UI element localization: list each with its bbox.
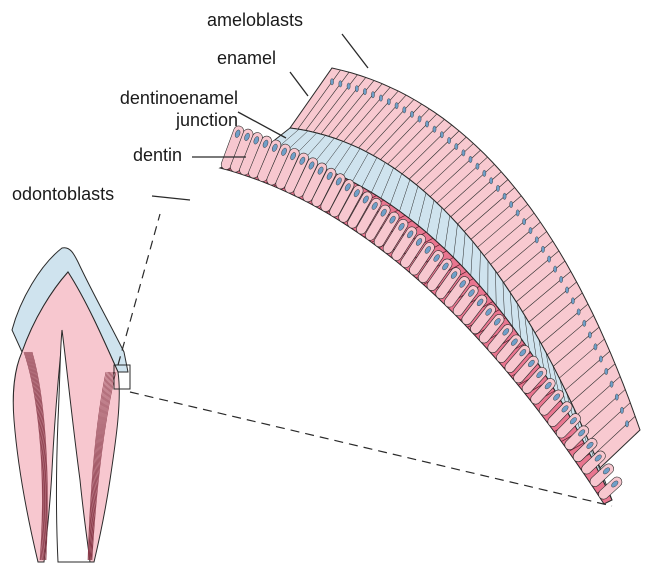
leader-ameloblasts xyxy=(342,34,368,68)
ameloblast-nucleus xyxy=(379,95,382,101)
ameloblast-nucleus xyxy=(371,92,374,98)
ameloblast-nucleus xyxy=(355,86,358,92)
label-ameloblasts: ameloblasts xyxy=(207,10,303,31)
ameloblast-nucleus xyxy=(395,102,398,108)
ameloblast-nucleus xyxy=(503,193,506,199)
label-odontoblasts: odontoblasts xyxy=(12,184,114,205)
ameloblast-nucleus xyxy=(339,81,342,87)
tooth-inset xyxy=(12,248,130,562)
label-enamel: enamel xyxy=(217,48,276,69)
projection-line-upper xyxy=(118,214,160,365)
ameloblast-nucleus xyxy=(476,163,479,169)
ameloblast-nucleus xyxy=(448,137,451,143)
ameloblast-nucleus xyxy=(571,298,574,304)
ameloblast-nucleus xyxy=(605,368,608,374)
ameloblast-nucleus xyxy=(455,143,458,149)
ameloblast-nucleus xyxy=(440,132,443,138)
ameloblast-nucleus xyxy=(620,407,623,413)
ameloblast-nucleus xyxy=(330,79,333,85)
ameloblast-nucleus xyxy=(433,126,436,132)
ameloblast-nucleus xyxy=(565,287,568,293)
ameloblast-nucleus xyxy=(548,256,551,262)
ameloblast-nucleus xyxy=(496,185,499,191)
ameloblast-nucleus xyxy=(560,276,563,282)
ameloblast-nucleus xyxy=(483,170,486,176)
ameloblast-nucleus xyxy=(410,111,413,117)
ameloblast-nucleus xyxy=(363,88,366,94)
ameloblast-nucleus xyxy=(529,227,532,233)
ameloblast-nucleus xyxy=(599,356,602,362)
ameloblast-nucleus xyxy=(516,210,519,216)
ameloblast-nucleus xyxy=(610,381,613,387)
ameloblast-nucleus xyxy=(418,116,421,122)
ameloblast-nucleus xyxy=(577,309,580,315)
ameloblast-nucleus xyxy=(554,266,557,272)
ameloblast-nucleus xyxy=(615,394,618,400)
leader-odontoblasts xyxy=(152,196,190,200)
label-dej-line2: junction xyxy=(78,110,238,131)
label-dej-line1: dentinoenamel xyxy=(78,88,238,109)
ameloblast-nucleus xyxy=(347,83,350,89)
ameloblast-nucleus xyxy=(541,246,544,252)
ameloblast-nucleus xyxy=(535,237,538,243)
ameloblast-nucleus xyxy=(588,332,591,338)
ameloblast-nucleus xyxy=(403,107,406,113)
ameloblast-nucleus xyxy=(425,121,428,127)
ameloblast-nucleus xyxy=(510,201,513,207)
ameloblast-nucleus xyxy=(469,156,472,162)
ameloblast-nucleus xyxy=(490,178,493,184)
label-dentin: dentin xyxy=(133,145,182,166)
ameloblast-nucleus xyxy=(594,344,597,350)
ameloblast-nucleus xyxy=(625,421,628,427)
leader-enamel xyxy=(290,72,308,96)
ameloblast-nucleus xyxy=(387,99,390,105)
ameloblast-nucleus xyxy=(462,150,465,156)
ameloblast-nucleus xyxy=(523,218,526,224)
ameloblast-nucleus xyxy=(583,320,586,326)
